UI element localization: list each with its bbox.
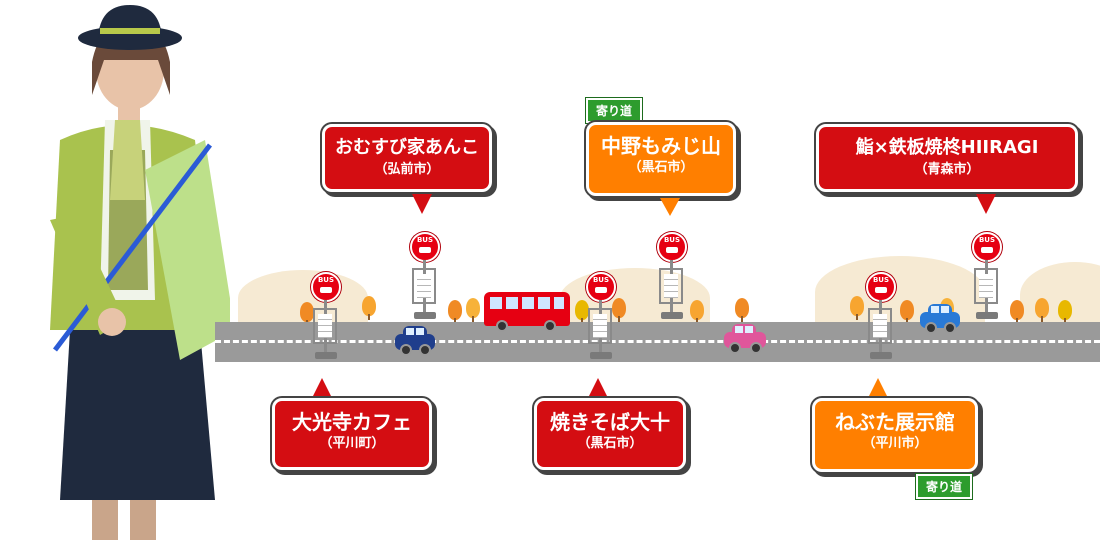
tree [1010, 300, 1024, 324]
callout-pointer [588, 378, 608, 398]
callout-pointer [412, 194, 432, 214]
destination-city: （平川町） [319, 436, 385, 451]
destination-name: 鮨×鉄板焼柊HIIRAGI [855, 137, 1039, 158]
destination-callout[interactable]: おむすび家あんこ （弘前市） [322, 124, 492, 192]
bus-stop-sign-icon: BUS [410, 232, 440, 262]
destination-city: （平川市） [862, 436, 928, 451]
bus-stop-sign-icon: BUS [972, 232, 1002, 262]
destination-callout[interactable]: 大光寺カフェ （平川町） [272, 398, 432, 470]
red-bus-icon [484, 292, 570, 334]
callout-pointer [660, 198, 680, 216]
destination-callout[interactable]: 鮨×鉄板焼柊HIIRAGI （青森市） [816, 124, 1078, 192]
tree [900, 300, 914, 324]
bus-stop-sign-icon: BUS [866, 272, 896, 302]
destination-name: 中野もみじ山 [601, 134, 721, 158]
destination-city: （黒石市） [628, 160, 694, 175]
tree [735, 298, 749, 322]
tree [362, 296, 376, 320]
bus-stop-sign-icon: BUS [311, 272, 341, 302]
bus-stop-sign-icon: BUS [586, 272, 616, 302]
road-center-line [215, 340, 1100, 343]
destination-callout[interactable]: ねぶた展示館 （平川市） [812, 398, 978, 472]
bus-stop-sign-icon: BUS [657, 232, 687, 262]
tree [850, 296, 864, 320]
destination-name: ねぶた展示館 [835, 410, 955, 434]
callout-pointer [976, 194, 996, 214]
destination-name: 大光寺カフェ [292, 410, 412, 434]
guide-person-image [30, 0, 235, 540]
blue-car-icon [920, 304, 960, 334]
blue-car-icon [395, 326, 435, 356]
destination-name: おむすび家あんこ [335, 137, 479, 158]
tree [612, 298, 626, 322]
pink-car-icon [724, 324, 766, 354]
destination-city: （黒石市） [577, 436, 643, 451]
destination-city: （弘前市） [374, 162, 440, 177]
destination-city: （青森市） [914, 162, 980, 177]
tree [1058, 300, 1072, 324]
destination-callout[interactable]: 中野もみじ山 （黒石市） [586, 122, 736, 196]
tree [690, 300, 704, 324]
tree [466, 298, 480, 322]
destination-callout[interactable]: 焼きそば大十 （黒石市） [534, 398, 686, 470]
tree [575, 300, 589, 324]
callout-pointer [312, 378, 332, 398]
tree [448, 300, 462, 324]
tree [1035, 298, 1049, 322]
callout-pointer [868, 378, 888, 398]
detour-badge: 寄り道 [916, 474, 973, 499]
tree [300, 302, 314, 326]
destination-name: 焼きそば大十 [550, 410, 670, 434]
detour-badge: 寄り道 [586, 98, 643, 123]
